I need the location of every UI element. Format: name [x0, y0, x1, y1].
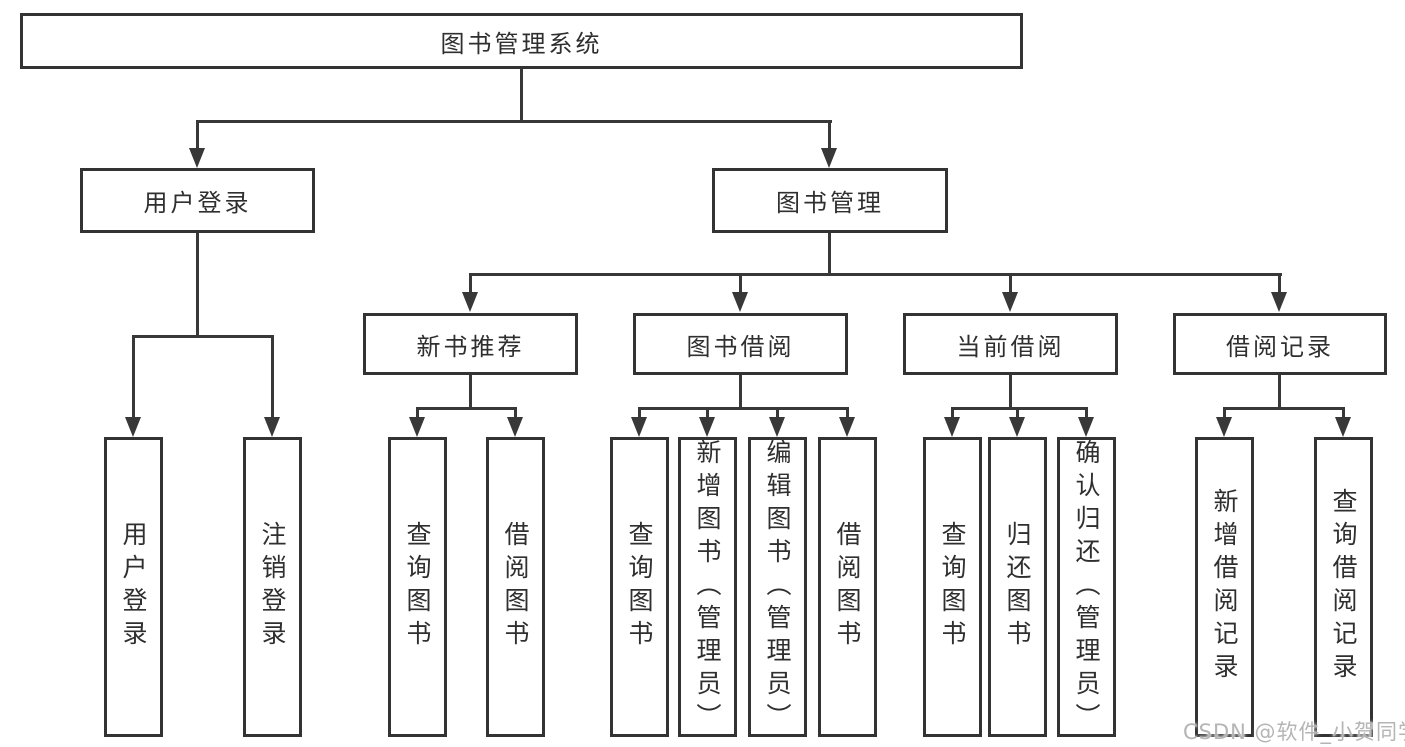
connector-line	[638, 407, 849, 410]
leaf-add-books-admin: 新增图书（管理员）	[678, 437, 737, 737]
connector-line	[828, 120, 831, 150]
leaf-label: 注销登录	[258, 521, 287, 653]
arrow-down-icon	[189, 148, 205, 168]
node-label: 图书借阅	[686, 332, 795, 361]
arrow-down-icon	[699, 417, 715, 437]
connector-line	[1223, 407, 1345, 410]
connector-line	[132, 335, 135, 417]
connector-line	[1009, 375, 1012, 407]
node-borrowing-records: 借阅记录	[1173, 313, 1387, 375]
arrow-down-icon	[944, 417, 960, 437]
leaf-return-books: 归还图书	[988, 437, 1047, 737]
arrow-down-icon	[732, 292, 748, 312]
connector-line	[514, 407, 517, 419]
node-label: 图书管理系统	[440, 29, 603, 58]
leaf-label: 确认归还（管理员）	[1072, 438, 1101, 736]
node-label: 用户登录	[143, 189, 252, 217]
arrow-down-icon	[1002, 292, 1018, 312]
connector-line	[1009, 273, 1012, 293]
connector-line	[469, 273, 1282, 276]
arrow-down-icon	[1009, 417, 1025, 437]
node-label: 当前借阅	[956, 332, 1065, 361]
arrow-down-icon	[1335, 417, 1351, 437]
connector-line	[951, 407, 1088, 410]
connector-line	[1278, 273, 1281, 293]
leaf-label: 编辑图书（管理员）	[763, 438, 792, 736]
node-label: 借阅记录	[1226, 332, 1334, 361]
connector-line	[828, 233, 831, 273]
leaf-query-borrow-record: 查询借阅记录	[1314, 437, 1373, 737]
arrow-down-icon	[1216, 417, 1232, 437]
arrow-down-icon	[821, 148, 837, 168]
node-book-management: 图书管理	[712, 168, 948, 233]
node-new-book-recommendation: 新书推荐	[363, 313, 578, 375]
leaf-query-books-borrowing: 查询图书	[610, 437, 669, 737]
leaf-add-borrow-record: 新增借阅记录	[1195, 437, 1254, 737]
connector-line	[196, 233, 199, 335]
arrow-down-icon	[1078, 417, 1094, 437]
arrow-down-icon	[769, 417, 785, 437]
connector-line	[739, 273, 742, 293]
leaf-logout: 注销登录	[243, 437, 302, 737]
node-user-login: 用户登录	[80, 168, 315, 233]
leaf-label: 查询图书	[938, 521, 967, 653]
arrow-down-icon	[462, 292, 478, 312]
node-library-management-system: 图书管理系统	[20, 13, 1023, 69]
leaf-user-login: 用户登录	[104, 437, 163, 737]
connector-line	[846, 407, 849, 419]
leaf-label: 用户登录	[119, 521, 148, 653]
connector-line	[1085, 407, 1088, 419]
leaf-borrow-books: 借阅图书	[818, 437, 877, 737]
leaf-label: 归还图书	[1003, 521, 1032, 653]
connector-line	[416, 407, 419, 419]
arrow-down-icon	[409, 417, 425, 437]
connector-line	[469, 375, 472, 407]
connector-line	[706, 407, 709, 419]
node-current-borrowing: 当前借阅	[903, 313, 1118, 375]
arrow-down-icon	[839, 417, 855, 437]
leaf-label: 查询借阅记录	[1329, 488, 1358, 686]
leaf-borrow-books-recommend: 借阅图书	[486, 437, 545, 737]
arrow-down-icon	[264, 417, 280, 437]
connector-line	[776, 407, 779, 419]
arrow-down-icon	[125, 417, 141, 437]
connector-line	[951, 407, 954, 419]
csdn-watermark: CSDN @软件_小贺同学	[1183, 720, 1405, 744]
connector-line	[416, 407, 517, 410]
connector-line	[638, 407, 641, 419]
leaf-query-books-current: 查询图书	[923, 437, 982, 737]
leaf-query-books-recommend: 查询图书	[388, 437, 447, 737]
connector-line	[196, 120, 832, 123]
leaf-label: 新增借阅记录	[1210, 488, 1239, 686]
node-label: 图书管理	[776, 189, 884, 217]
leaf-confirm-return-admin: 确认归还（管理员）	[1057, 437, 1116, 737]
leaf-label: 查询图书	[403, 521, 432, 653]
arrow-down-icon	[507, 417, 523, 437]
arrow-down-icon	[631, 417, 647, 437]
connector-line	[520, 68, 523, 120]
leaf-edit-books-admin: 编辑图书（管理员）	[748, 437, 807, 737]
connector-line	[469, 273, 472, 293]
connector-line	[132, 335, 274, 338]
connector-line	[271, 335, 274, 417]
leaf-label: 借阅图书	[501, 521, 530, 653]
node-book-borrowing: 图书借阅	[633, 313, 848, 375]
connector-line	[1223, 407, 1226, 419]
connector-line	[1342, 407, 1345, 419]
node-label: 新书推荐	[416, 332, 525, 361]
connector-line	[1278, 375, 1281, 407]
leaf-label: 新增图书（管理员）	[693, 438, 722, 736]
arrow-down-icon	[1271, 292, 1287, 312]
leaf-label: 借阅图书	[833, 521, 862, 653]
connector-line	[739, 375, 742, 407]
leaf-label: 查询图书	[625, 521, 654, 653]
connector-line	[196, 120, 199, 150]
connector-line	[1016, 407, 1019, 419]
